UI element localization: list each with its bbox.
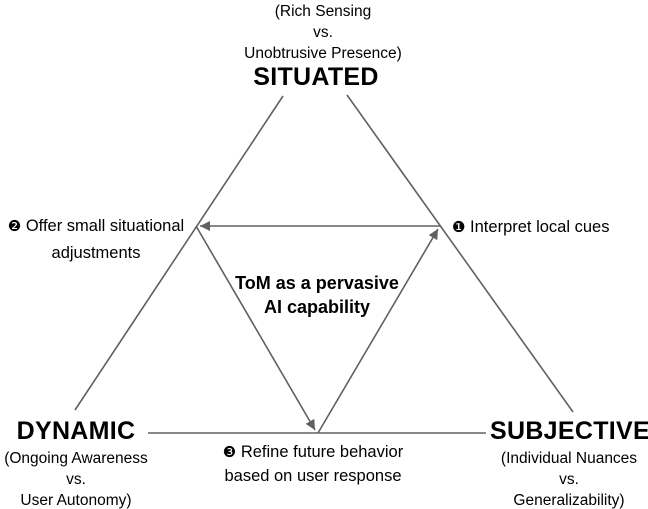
vertex-group-dynamic: DYNAMIC (Ongoing Awareness vs. User Auto… bbox=[0, 417, 152, 509]
situated-note-line1: (Rich Sensing bbox=[274, 3, 372, 20]
subjective-note-line3: Generalizability) bbox=[513, 492, 625, 509]
step1-text: Interpret local cues bbox=[470, 218, 610, 236]
vertex-label-dynamic: DYNAMIC bbox=[16, 417, 136, 445]
step2-text: Offer small situational bbox=[25, 217, 185, 235]
step2-annotation: ❷ Offer small situational adjustments bbox=[0, 213, 192, 267]
step2-badge-icon: ❷ bbox=[7, 217, 22, 235]
step1-annotation: ❶ Interpret local cues bbox=[452, 216, 609, 238]
vertex-label-subjective: SUBJECTIVE bbox=[490, 417, 648, 445]
step2-line2: adjustments bbox=[51, 244, 141, 262]
arrow-to-step3 bbox=[195, 225, 316, 431]
situated-note-line3: Unobtrusive Presence) bbox=[244, 45, 402, 62]
subjective-note-line1: (Individual Nuances bbox=[500, 450, 638, 467]
situated-tradeoff-note: (Rich Sensing vs. Unobtrusive Presence) bbox=[165, 1, 481, 64]
vertex-group-subjective: SUBJECTIVE (Individual Nuances vs. Gener… bbox=[490, 417, 648, 509]
step3-annotation: ❸ Refine future behavior based on user r… bbox=[163, 440, 463, 488]
subjective-note-line2: vs. bbox=[559, 471, 579, 488]
vertex-label-situated: SITUATED bbox=[253, 63, 379, 91]
dynamic-note-line3: User Autonomy) bbox=[20, 492, 132, 509]
step3-line2: based on user response bbox=[224, 467, 402, 485]
dynamic-note-line2: vs. bbox=[66, 471, 86, 488]
outer-edge-left bbox=[74, 95, 284, 411]
outer-edge-right bbox=[346, 94, 574, 413]
step3-badge-icon: ❸ bbox=[222, 443, 237, 461]
arrow-to-step1 bbox=[317, 228, 439, 434]
situated-note-line2: vs. bbox=[313, 24, 333, 41]
step1-badge-icon: ❶ bbox=[452, 218, 466, 236]
subjective-tradeoff-note: (Individual Nuances vs. Generalizability… bbox=[490, 448, 648, 509]
step3-text: Refine future behavior bbox=[240, 443, 404, 461]
center-label-line2: AI capability bbox=[263, 297, 371, 317]
dynamic-note-line1: (Ongoing Awareness bbox=[4, 450, 148, 467]
dynamic-tradeoff-note: (Ongoing Awareness vs. User Autonomy) bbox=[0, 448, 152, 509]
step3-line1: ❸ Refine future behavior bbox=[163, 440, 463, 464]
center-capability-label: ToM as a pervasive AI capability bbox=[167, 271, 467, 319]
step2-line1: ❷ Offer small situational bbox=[0, 213, 192, 240]
center-label-line1: ToM as a pervasive bbox=[235, 273, 399, 293]
